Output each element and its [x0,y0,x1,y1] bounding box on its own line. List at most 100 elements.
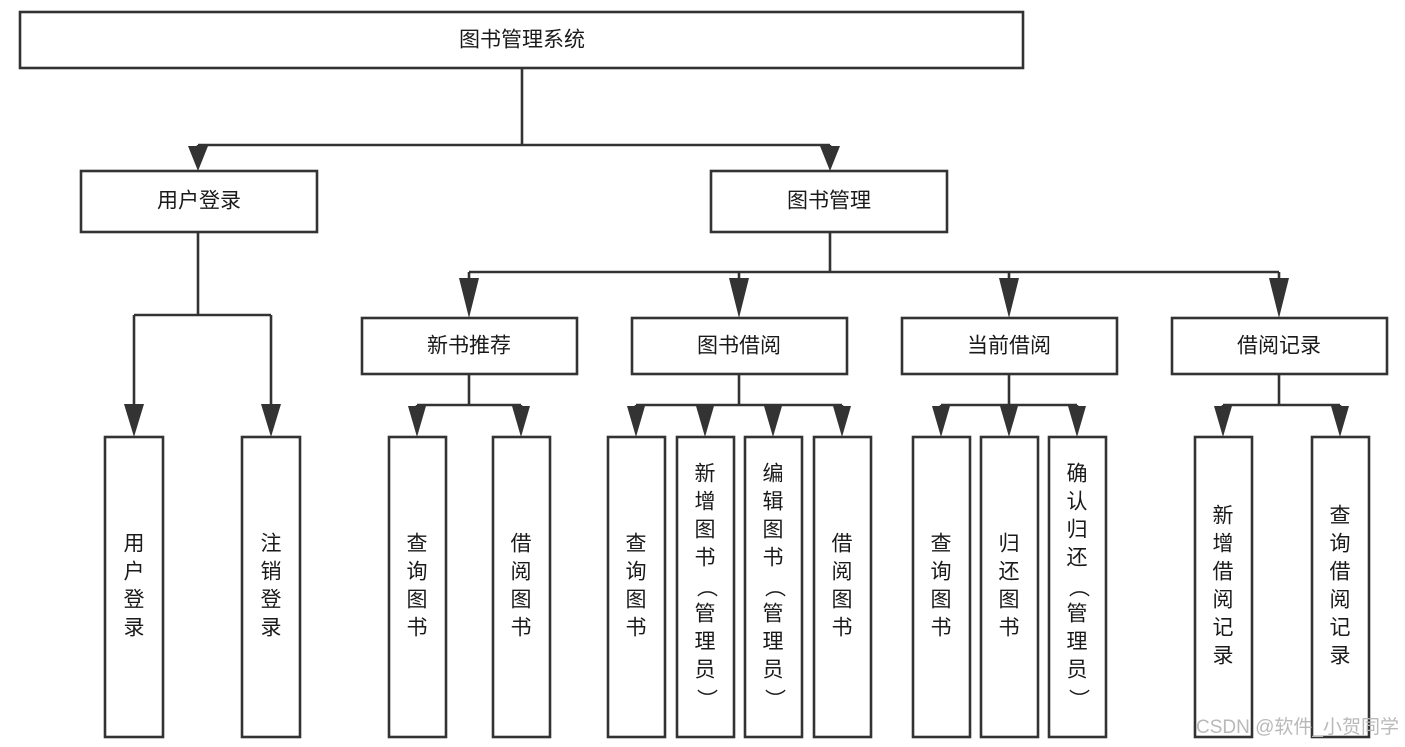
node-leaf-confirm-return-admin-box[interactable] [1047,435,1108,739]
node-borrow-record[interactable]: 借阅记录 [1170,316,1389,376]
arrow-bookmgmt-child-2 [729,278,749,318]
vertical-char: 询 [626,561,647,584]
vertical-char: 阅 [1213,589,1234,612]
vertical-char: 借 [832,533,853,556]
vertical-char: 图 [999,589,1020,612]
vertical-char: 借 [511,533,532,556]
node-user-login-box[interactable] [79,169,319,234]
node-leaf-borrow-book-1-box[interactable] [491,435,552,739]
node-book-management-box[interactable] [709,169,949,234]
arrow-currentborrow-leaf-1 [932,406,950,437]
node-user-login[interactable]: 用户登录 [79,169,319,234]
arrow-userlogin-leaf-2 [261,404,281,437]
node-leaf-query-borrow-record-box[interactable] [1310,435,1371,739]
arrow-root-to-book-management [820,146,840,171]
node-leaf-add-book-admin-box[interactable] [675,435,736,739]
vertical-char: 图 [511,589,532,612]
vertical-char: 员 [695,659,716,682]
node-leaf-query-book-1-box[interactable] [387,435,448,739]
vertical-char: 书 [511,617,532,640]
vertical-char: 图 [832,589,853,612]
vertical-char: （ [1066,577,1089,598]
vertical-char: 员 [1067,659,1088,682]
vertical-char: 注 [261,533,282,556]
arrow-root-to-user-login [188,146,208,171]
node-root-box[interactable] [18,10,1025,70]
vertical-char: 图 [763,519,784,542]
arrow-bookborrow-leaf-1 [627,406,645,437]
vertical-char: 户 [124,561,145,584]
vertical-char: 确 [1067,463,1088,486]
vertical-char: 询 [407,561,428,584]
node-leaf-user-login-box[interactable] [103,435,165,739]
vertical-char: 书 [407,617,428,640]
node-new-book-recommend[interactable]: 新书推荐 [360,316,579,376]
vertical-char: 录 [1213,645,1234,668]
vertical-char: 归 [999,533,1020,556]
vertical-char: 查 [1330,505,1351,528]
node-leaf-user-login[interactable]: 用户登录 [103,435,165,739]
vertical-char: 登 [261,589,282,612]
vertical-char: 还 [999,561,1020,584]
node-leaf-query-book-2-box[interactable] [606,435,667,739]
vertical-char: 理 [1067,631,1088,654]
node-current-borrow-box[interactable] [900,316,1119,376]
vertical-char: （ [762,577,785,598]
vertical-char: 登 [124,589,145,612]
node-new-book-recommend-label: 新书推荐 [427,335,511,358]
node-book-management[interactable]: 图书管理 [709,169,949,234]
vertical-char: 询 [931,561,952,584]
arrow-bookmgmt-child-4 [1269,278,1289,318]
node-user-login-label: 用户登录 [157,190,241,213]
node-leaf-add-borrow-record-box[interactable] [1193,435,1254,739]
vertical-char: 管 [763,603,784,626]
watermark-label: CSDN @软件_小贺同学 [1196,716,1399,738]
node-current-borrow[interactable]: 当前借阅 [900,316,1119,376]
vertical-char: 阅 [832,561,853,584]
node-book-borrow[interactable]: 图书借阅 [630,316,849,376]
arrow-borrowrecord-leaf-2 [1331,406,1349,437]
node-leaf-user-logout-box[interactable] [240,435,302,739]
node-borrow-record-label: 借阅记录 [1237,335,1321,358]
arrow-bookmgmt-child-3 [999,278,1019,318]
node-leaf-return-book-box[interactable] [979,435,1040,739]
node-root-label: 图书管理系统 [459,29,585,52]
node-leaf-borrow-book-2-box[interactable] [812,435,873,739]
node-leaf-edit-book-admin-box[interactable] [743,435,804,739]
node-root[interactable]: 图书管理系统 [18,10,1025,70]
vertical-char: 阅 [511,561,532,584]
node-borrow-record-box[interactable] [1170,316,1389,376]
node-leaf-query-book-3-box[interactable] [911,435,972,739]
vertical-char: 图 [695,519,716,542]
vertical-char: 录 [124,617,145,640]
vertical-char: 记 [1330,617,1351,640]
vertical-char: ） [694,689,717,710]
arrow-borrowrecord-leaf-1 [1214,406,1232,437]
node-new-book-recommend-box[interactable] [360,316,579,376]
arrow-bookmgmt-child-1 [459,278,479,318]
vertical-char: 询 [1330,533,1351,556]
node-book-borrow-box[interactable] [630,316,849,376]
vertical-char: 增 [1213,533,1234,556]
vertical-char: ） [1066,689,1089,710]
vertical-char: 新 [1213,505,1234,528]
vertical-char: 借 [1213,561,1234,584]
